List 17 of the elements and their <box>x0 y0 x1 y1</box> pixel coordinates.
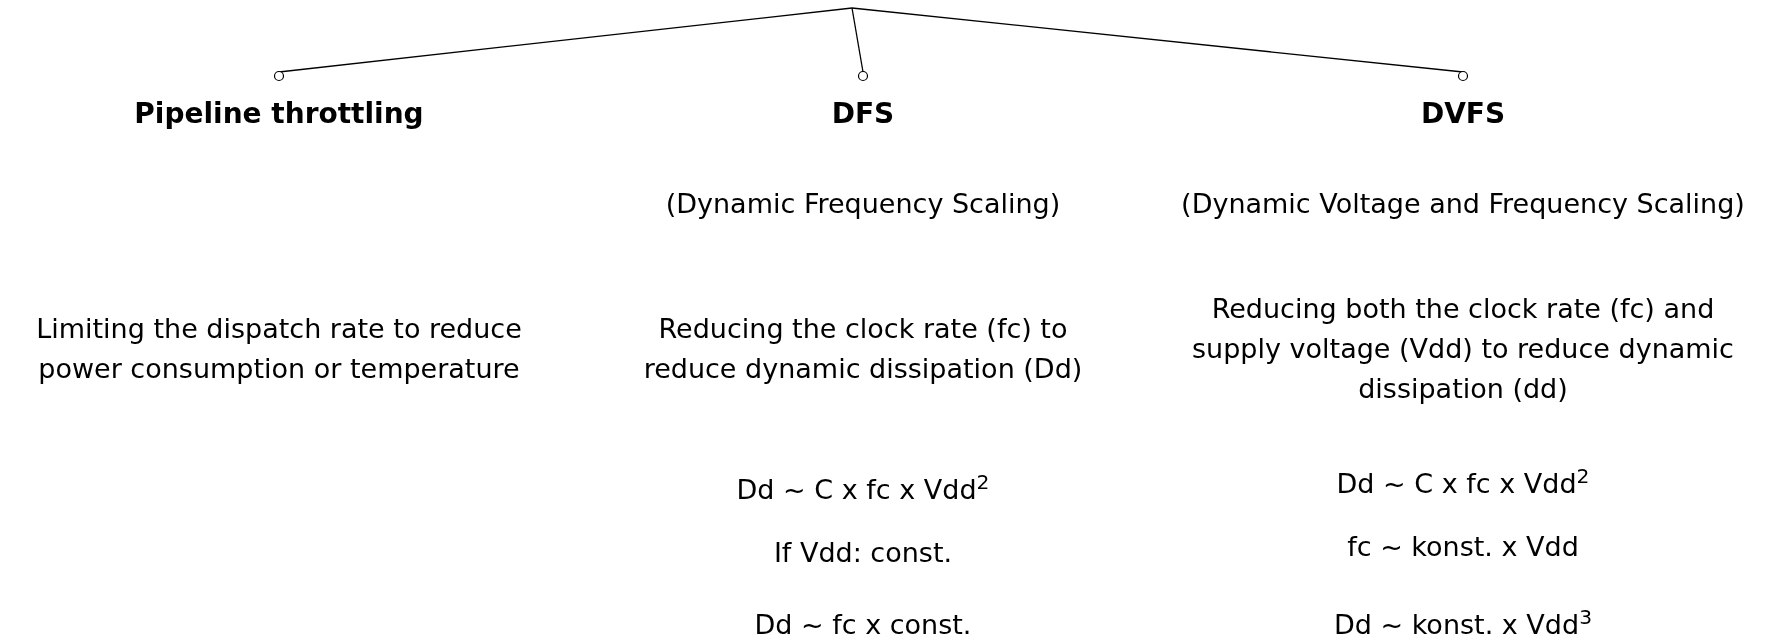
formula: Dd ~ fc x const. <box>753 608 973 641</box>
heading: DFS <box>830 96 896 132</box>
formula: Dd ~ C x fc x Vdd$^{2}$ <box>1335 464 1591 501</box>
heading: Pipeline throttling <box>133 96 425 132</box>
formula: Dd ~ C x fc x Vdd$^{2}$ <box>735 470 991 507</box>
connector-line <box>851 7 869 82</box>
connector-line <box>851 7 1469 82</box>
formula: fc ~ konst. x Vdd <box>1346 530 1580 564</box>
heading: DVFS <box>1419 96 1507 132</box>
description: Limiting the dispatch rate to reduce power consumption or temperature <box>35 312 523 386</box>
description: Reducing both the clock rate (fc) and supply voltage (Vdd) to reduce dynamic dissipation (dd) <box>1191 292 1735 406</box>
formula: Dd ~ konst. x Vdd$^{3}$ <box>1332 605 1593 641</box>
connector-line <box>273 7 853 82</box>
formula: If Vdd: const. <box>772 536 954 570</box>
subtitle: (Dynamic Voltage and Frequency Scaling) <box>1180 187 1746 221</box>
subtitle: (Dynamic Frequency Scaling) <box>664 187 1062 221</box>
description: Reducing the clock rate (fc) to reduce dynamic dissipation (Dd) <box>642 312 1084 386</box>
